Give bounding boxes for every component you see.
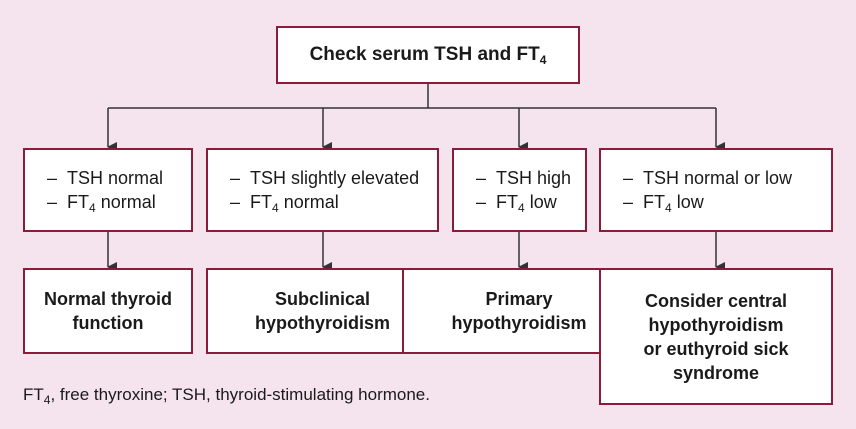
result-line: Normal thyroid [43, 289, 172, 309]
condition-line: –FT4 low [476, 192, 557, 215]
result-box-4: Consider central hypothyroidism or euthy… [599, 268, 833, 405]
condition-line: –FT4 normal [47, 192, 156, 215]
footnote: FT4, free thyroxine; TSH, thyroid-stimul… [23, 385, 430, 407]
condition-line: –TSH high [476, 168, 572, 188]
result-box-3: Primary hypothyroidism [402, 268, 636, 354]
result-line: hypothyroidism [254, 313, 390, 333]
result-line: syndrome [672, 362, 760, 383]
condition-box-1: –TSH normal –FT4 normal [23, 148, 193, 232]
start-box: Check serum TSH and FT4 [276, 26, 580, 84]
condition-box-3: –TSH high –FT4 low [452, 148, 587, 232]
condition-box-2: –TSH slightly elevated –FT4 normal [206, 148, 439, 232]
condition-box-4: –TSH normal or low –FT4 low [599, 148, 833, 232]
condition-line: –TSH slightly elevated [230, 168, 420, 188]
result-line: Consider central [644, 290, 788, 311]
condition-line: –TSH normal or low [623, 168, 793, 188]
condition-line: –FT4 normal [230, 192, 339, 215]
result-line: Subclinical [274, 289, 371, 309]
result-line: Primary [485, 289, 553, 309]
condition-line: –FT4 low [623, 192, 704, 215]
result-line: hypothyroidism [648, 314, 784, 335]
result-line: function [72, 313, 144, 333]
condition-line: –TSH normal [47, 168, 164, 188]
result-line: or euthyroid sick [643, 338, 789, 359]
result-box-1: Normal thyroid function [23, 268, 193, 354]
result-line: hypothyroidism [451, 313, 587, 333]
start-text: Check serum TSH and FT4 [309, 44, 547, 67]
